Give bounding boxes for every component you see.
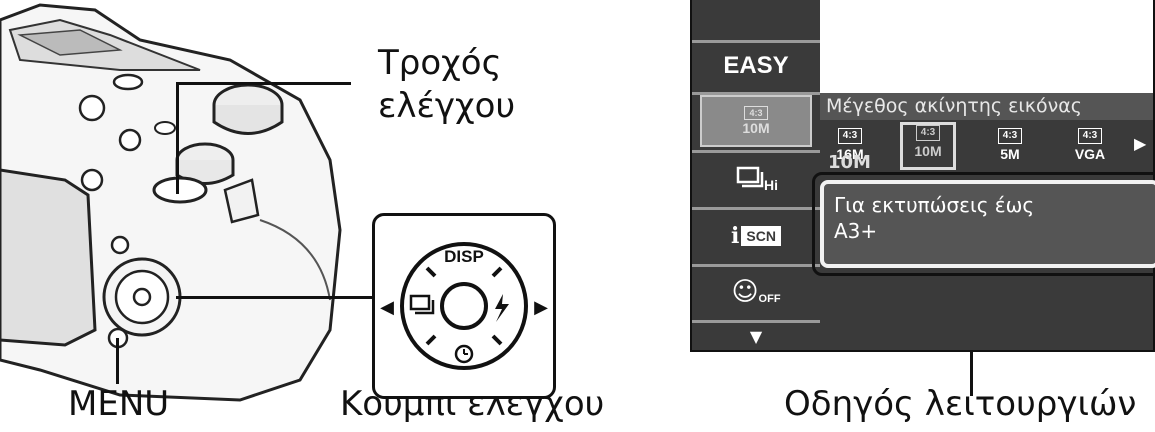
iscn-icon: i [731, 223, 740, 249]
control-pad-zoom: DISP ◀ ▶ [372, 213, 556, 399]
lcd-sidebar [692, 0, 820, 350]
callout-line-control-button [176, 296, 372, 299]
callout-line-control-wheel-h [176, 82, 351, 85]
guide-text-line2: A3+ [834, 219, 878, 243]
burst-hi-icon: Hi [736, 166, 778, 193]
control-wheel-label-line2: ελέγχου [378, 85, 516, 126]
disp-label: DISP [444, 247, 484, 266]
control-wheel-label-line1: Τροχός [378, 43, 502, 83]
sidebar-divider [692, 92, 820, 95]
flash-icon [495, 294, 509, 322]
smile-off-icon: ☺ [731, 277, 759, 307]
svg-text:Hi: Hi [764, 177, 778, 193]
option-5m[interactable]: 4:3 5M [986, 128, 1034, 166]
iscn-label: SCN [741, 226, 781, 246]
menu-options-row: 4:3 16M 4:3 10M 4:3 5M 4:3 VGA ▶ [820, 120, 1153, 172]
control-pad-diagram: DISP ◀ ▶ [380, 242, 548, 370]
image-size-icon: 4:3 [744, 106, 768, 120]
guide-text-line1: Για εκτυπώσεις έως [834, 193, 1035, 217]
sidebar-divider [692, 264, 820, 267]
control-wheel-label: Τροχός ελέγχου [378, 42, 515, 127]
image-size-value: 10M [742, 120, 770, 136]
menu-right-arrow-icon[interactable]: ▶ [1134, 134, 1147, 153]
sidebar-divider [692, 207, 820, 210]
sidebar-divider [692, 150, 820, 153]
callout-line-control-wheel [176, 82, 179, 194]
menu-label: MENU [68, 384, 170, 424]
function-guide-popup: Για εκτυπώσεις έως A3+ [820, 180, 1155, 268]
sidebar-divider [692, 320, 820, 323]
function-guide-outline [812, 172, 1155, 276]
sidebar-item-easy[interactable]: EASY [723, 52, 789, 79]
option-10m[interactable]: 4:3 10M [900, 122, 956, 170]
smile-off-label: OFF [758, 293, 781, 305]
sidebar-divider [692, 40, 820, 43]
selected-value: 10M [828, 152, 871, 173]
self-timer-icon [454, 344, 474, 364]
sidebar-item-smile[interactable]: ☺ OFF [698, 266, 814, 318]
burst-icon [409, 294, 435, 315]
callout-line-menu [116, 338, 119, 384]
sidebar-scroll-down-icon[interactable]: ▼ [749, 326, 763, 346]
option-vga[interactable]: 4:3 VGA [1074, 128, 1106, 162]
function-guide-label: Οδηγός λειτουργιών [784, 384, 1137, 424]
sidebar-item-iscn[interactable]: i SCN [698, 210, 814, 262]
left-arrow-icon: ◀ [380, 297, 394, 318]
right-arrow-icon: ▶ [534, 297, 548, 318]
menu-header: Μέγεθος ακίνητης εικόνας [820, 93, 1153, 120]
option-16m[interactable]: 4:3 16M [836, 128, 864, 162]
sidebar-item-burst[interactable]: Hi [698, 153, 814, 205]
sidebar-item-image-size[interactable]: 4:3 10M [700, 95, 812, 147]
camera-illustration [0, 3, 342, 402]
